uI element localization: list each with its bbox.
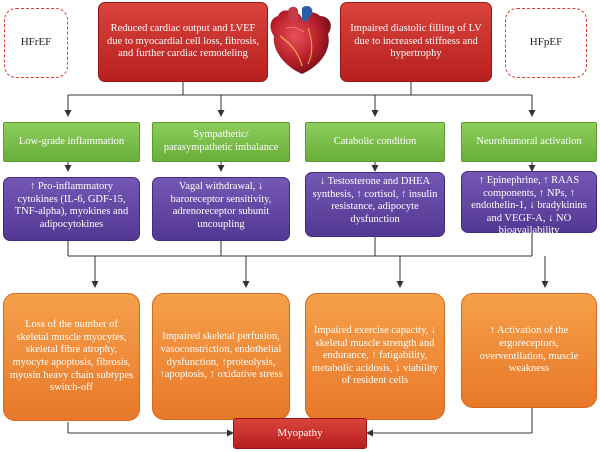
reduced-output-box: Reduced cardiac output and LVEF due to m… bbox=[98, 2, 268, 82]
outcome-label: Myopathy bbox=[277, 426, 323, 439]
mechanism-inflammation: Low-grade inflammation bbox=[3, 122, 140, 162]
detail-catabolic: ↓ Testosterone and DHEA synthesis, ↑ cor… bbox=[305, 172, 445, 237]
anatomical-heart-icon bbox=[270, 6, 331, 74]
impaired-filling-box: Impaired diastolic filling of LV due to … bbox=[340, 2, 492, 82]
detail-text: ↓ Testosterone and DHEA synthesis, ↑ cor… bbox=[312, 176, 438, 225]
mechanism-autonomic-imbalance: Sympathetic/ parasympathetic imbalance bbox=[152, 122, 290, 162]
hfref-box: HFrEF bbox=[4, 8, 68, 78]
mechanism-title: Low-grade inflammation bbox=[18, 135, 125, 147]
effect-autonomic-imbalance: Impaired skeletal perfusion, vasoconstri… bbox=[152, 293, 290, 420]
effect-inflammation: Loss of the number of skeletal muscle my… bbox=[3, 293, 140, 421]
detail-text: ↑ Epinephrine, ↑ RAAS components, ↑ NPs,… bbox=[471, 175, 587, 237]
detail-neurohumoral: ↑ Epinephrine, ↑ RAAS components, ↑ NPs,… bbox=[461, 171, 597, 236]
hfpef-label: HFpEF bbox=[529, 36, 563, 49]
effect-text: Loss of the number of skeletal muscle my… bbox=[9, 319, 134, 394]
reduced-output-text: Reduced cardiac output and LVEF due to m… bbox=[107, 23, 259, 60]
detail-text: ↑ Pro-inflammatory cytokines (IL-6, GDF-… bbox=[14, 181, 129, 230]
mechanism-title: Sympathetic/ parasympathetic imbalance bbox=[163, 129, 279, 153]
hfpef-box: HFpEF bbox=[505, 8, 587, 78]
detail-autonomic-imbalance: Vagal withdrawal, ↓ baroreceptor sensiti… bbox=[152, 177, 290, 241]
impaired-filling-text: Impaired diastolic filling of LV due to … bbox=[350, 23, 482, 60]
effect-text: Impaired skeletal perfusion, vasoconstri… bbox=[159, 331, 283, 381]
myopathy-box: Myopathy bbox=[233, 418, 367, 449]
detail-inflammation: ↑ Pro-inflammatory cytokines (IL-6, GDF-… bbox=[3, 177, 140, 241]
mechanism-title: Neurohumoral activation bbox=[476, 135, 582, 147]
effect-text: ↑ Activation of the ergoreceptors, overv… bbox=[479, 325, 579, 375]
mechanism-title: Catabolic condition bbox=[333, 135, 417, 147]
hfref-label: HFrEF bbox=[20, 36, 52, 49]
mechanism-neurohumoral: Neurohumoral activation bbox=[461, 122, 597, 162]
effect-text: Impaired exercise capacity, ↓ skeletal m… bbox=[312, 325, 438, 387]
effect-catabolic: Impaired exercise capacity, ↓ skeletal m… bbox=[305, 293, 445, 420]
detail-text: Vagal withdrawal, ↓ baroreceptor sensiti… bbox=[170, 181, 272, 230]
effect-neurohumoral: ↑ Activation of the ergoreceptors, overv… bbox=[461, 293, 597, 408]
mechanism-catabolic: Catabolic condition bbox=[305, 122, 445, 162]
